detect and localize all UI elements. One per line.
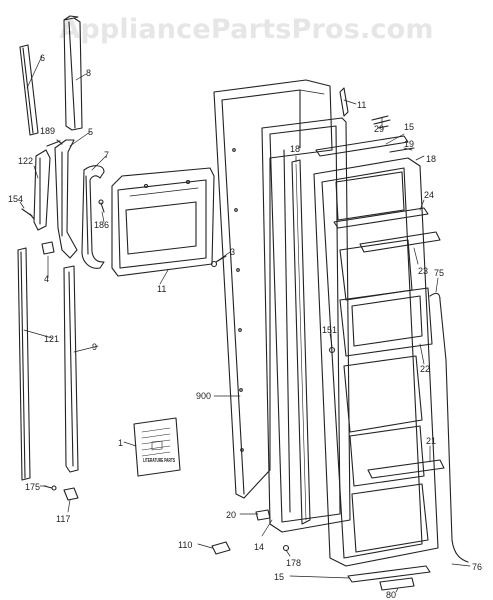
callout-117: 117 [56,514,70,524]
part-900-door [213,79,333,499]
part-1-literature-booklet [133,417,181,477]
callout-21: 21 [426,436,436,446]
part-186-screw [98,199,105,213]
callout-7: 7 [104,150,109,160]
callout-18: 18 [426,154,436,164]
callout-11: 11 [157,284,166,294]
part-117-cap [63,487,79,501]
part-14-door-liner [261,117,351,533]
part-121-vertical-strip [17,247,31,481]
callout-900: 900 [196,391,211,401]
part-75-wire [429,292,469,563]
booklet-label: LITERATURE PARTS [143,458,175,464]
part-24-shelf-bar [333,207,429,229]
part-80-hinge [379,577,415,591]
part-5-handle [54,139,78,259]
part-6-trim-strip [19,44,39,136]
part-9-vertical-strip [63,265,79,473]
part-11-dispenser-cover [111,167,215,277]
callout-121: 121 [44,334,59,344]
callout-19: 19 [404,139,414,149]
part-20-hinge-pin [255,509,271,521]
callout-15: 15 [404,122,414,132]
part-8-handle-strip [63,15,83,131]
part-4-clip [41,241,55,255]
callout-5: 5 [88,127,93,137]
callout-labels: 6 8 5 189 7 122 154 186 4 3 11 121 9 900… [8,53,482,600]
callout-11: 11 [357,100,366,110]
part-22-dispenser-frame [339,287,433,357]
callout-23: 23 [418,266,428,276]
callout-75: 75 [434,268,444,278]
part-7-handle-trim [81,165,105,269]
callout-4: 4 [44,274,49,284]
part-151-screw [328,346,336,354]
callout-6: 6 [40,53,45,63]
part-19-bracket [389,147,415,153]
callout-175: 175 [25,482,40,492]
part-18-gasket [291,159,311,525]
part-154-screw [21,208,35,220]
callout-9: 9 [92,342,97,352]
callout-189: 189 [40,126,55,136]
watermark-text: AppliancePartsPros.com [59,14,434,45]
callout-20: 20 [226,510,236,520]
part-21-shelf-bar [367,459,445,479]
callout-24: 24 [424,190,434,200]
leader-lines [19,55,471,593]
part-122-handle-cap [33,149,51,231]
callout-3: 3 [230,247,235,257]
part-175-screw [43,485,57,491]
part-23-shelf-bar [359,231,441,253]
part-shelf-bin-lower [351,483,429,553]
callout-110: 110 [178,540,192,550]
callout-14: 14 [254,542,264,552]
callout-15: 15 [274,572,284,582]
callout-186: 186 [94,220,109,230]
callout-1: 1 [118,438,123,448]
callout-151: 151 [322,325,337,335]
part-11-top-clip [339,87,349,117]
part-110-bushing [211,541,231,555]
part-shelf-liner [313,157,439,567]
callout-76: 76 [472,562,482,572]
callout-154: 154 [8,194,23,204]
part-15-bottom-bracket [347,565,431,583]
callout-122: 122 [18,156,33,166]
callout-8: 8 [86,68,91,78]
callout-178: 178 [286,558,301,568]
callout-80: 80 [386,590,396,600]
part-15-top-bracket [315,135,409,157]
callout-22: 22 [420,364,430,374]
callout-18: 18 [290,144,300,154]
callout-29: 29 [374,124,384,134]
part-shelf-bin-middle [343,355,425,487]
